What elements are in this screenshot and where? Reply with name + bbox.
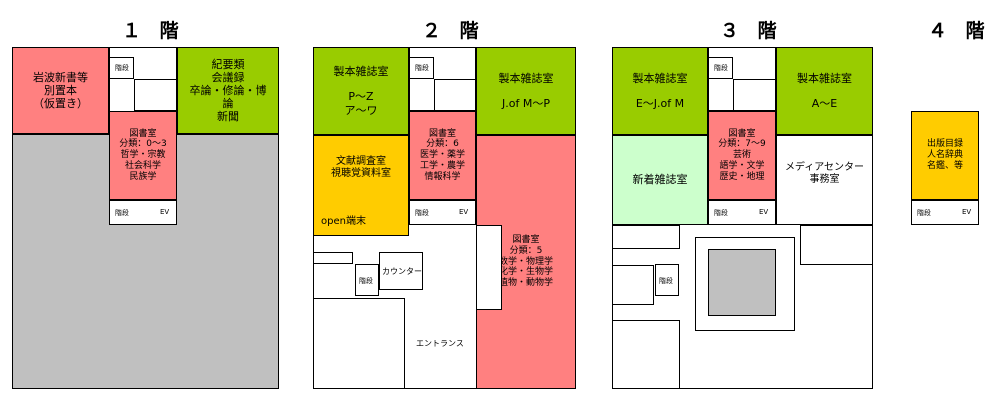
floor-3-bound-journals-e-j: 製本雑誌室 E〜J.of M — [612, 47, 708, 135]
ev-label: EV — [962, 208, 972, 216]
floor-2-stairs-top — [409, 57, 434, 79]
floor-3-title: ３ 階 — [720, 20, 783, 42]
floor-2-stairs-ev — [409, 200, 476, 225]
floor-1-library-0-3: 図書室 分類：0〜3 哲学・宗教 社会科学 民族学 — [109, 111, 177, 200]
floor-2-passage — [476, 225, 502, 310]
floor-4-title: ４ 階 — [928, 20, 991, 42]
floor-3-media-center: メディアセンター 事務室 — [776, 135, 873, 225]
floor-3-new-journals-room: 新着雑誌室 — [612, 135, 708, 225]
floor-2-title: ２ 階 — [422, 20, 485, 42]
floor-3-library-7-9: 図書室 分類：7〜9 芸術 語学・文学 歴史・地理 — [708, 111, 776, 200]
floor-3-stairs-top — [708, 57, 733, 79]
floor-2-lower-room — [313, 298, 405, 389]
floor-1-bulletin-room: 紀要類 会議録 卒論・修論・博 論 新聞 — [177, 47, 279, 134]
floor-4-catalog-room: 出版目録 人名辞典 名鑑、等 — [911, 111, 979, 200]
ev-label: EV — [759, 208, 769, 216]
ev-label: EV — [459, 208, 469, 216]
floor-1-title: １ 階 — [122, 20, 185, 42]
counter-label: カウンター — [382, 267, 422, 276]
floor-2-stairs-lower — [355, 264, 379, 296]
stairs-label: 階段 — [115, 64, 129, 72]
stairs-label: 階段 — [415, 64, 429, 72]
stairs-label: 階段 — [359, 277, 373, 285]
floor-3-wall — [612, 225, 680, 249]
floor-4-stairs-ev — [911, 200, 979, 225]
floor-2-wall-block — [434, 79, 476, 111]
floor-3-bound-journals-a-e: 製本雑誌室 A〜E — [776, 47, 873, 135]
stairs-label: 階段 — [917, 209, 931, 217]
stairs-label: 階段 — [659, 277, 673, 285]
floor-1-paperback-room: 岩波新書等 別置本 （仮置き） — [12, 47, 109, 134]
stairs-label: 階段 — [415, 209, 429, 217]
floor-3-atrium — [708, 249, 776, 316]
stairs-label: 階段 — [714, 209, 728, 217]
floor-3-stairs-lower — [655, 264, 679, 296]
stairs-label: 階段 — [115, 209, 129, 217]
floor-3-wall-block — [733, 79, 776, 111]
stairs-label: 階段 — [714, 64, 728, 72]
floor-1-stairs-top — [109, 57, 134, 79]
ev-label: EV — [160, 208, 170, 216]
entrance-label: エントランス — [416, 339, 464, 348]
floor-2-bound-journals-p-z: 製本雑誌室 P〜Z ア〜ワ — [313, 47, 409, 135]
floor-3-room-c — [800, 225, 873, 265]
floor-2-wall — [313, 252, 353, 264]
floor-1-wall-block — [134, 79, 177, 111]
open-terminal-label: open端末 — [321, 216, 366, 227]
floor-2-reference-room: 文献調査室 視聴覚資料室 — [313, 135, 409, 236]
floor-1-stairs-ev — [109, 200, 177, 225]
floor-2-library-6: 図書室 分類：6 医学・薬学 工学・農学 情報科学 — [409, 111, 476, 200]
floor-3-room-a — [612, 265, 654, 305]
floor-3-room-b — [612, 320, 680, 389]
floor-2-counter — [379, 252, 423, 290]
floor-2-bound-journals-j-p: 製本雑誌室 J.of M〜P — [476, 47, 576, 135]
floor-3-stairs-ev — [708, 200, 776, 225]
